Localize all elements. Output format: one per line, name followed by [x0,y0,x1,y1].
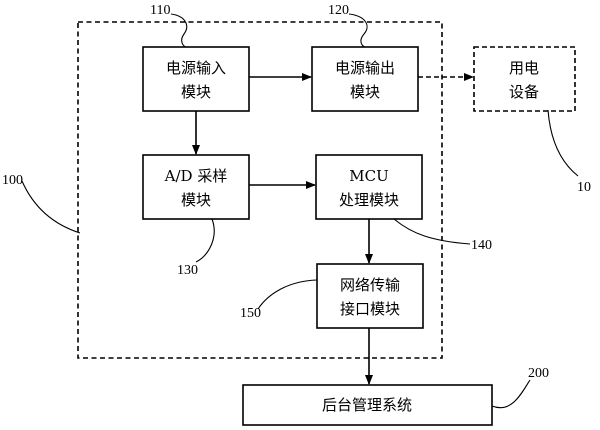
mcu-module: MCU 处理模块 [315,154,423,220]
leader-150 [257,279,318,310]
ref-100: 100 [2,173,23,188]
device-frame [77,21,443,359]
mcu-label-line2: 处理模块 [339,191,399,209]
ad-sampling-label-line2: 模块 [181,191,211,209]
ad-sampling-module: A/D 采样 模块 [142,154,250,220]
load-device-label-line1: 用电 [509,59,539,77]
power-input-module: 电源输入 模块 [142,46,250,112]
ref-130: 130 [177,263,198,278]
load-device: 用电 设备 [473,46,576,112]
leader-140 [393,218,471,245]
power-input-label-line1: 电源输入 [166,59,226,77]
ref-120: 120 [328,3,349,18]
ref-200: 200 [528,366,549,381]
leader-130 [195,218,215,263]
power-output-label-line1: 电源输出 [335,59,395,77]
network-label-line2: 接口模块 [340,300,400,318]
power-output-module: 电源输出 模块 [311,46,419,112]
ref-150: 150 [240,306,261,321]
power-input-label-line2: 模块 [181,83,211,101]
ref-140: 140 [471,238,492,253]
leader-200 [491,379,531,409]
leader-10 [547,109,579,177]
network-label-line1: 网络传输 [340,276,400,294]
leader-100 [21,180,81,234]
backend-label: 后台管理系统 [322,396,412,414]
ad-sampling-label-line1: A/D 采样 [164,167,228,185]
ref-10: 10 [577,180,591,195]
leader-120 [348,13,368,48]
mcu-label-line1: MCU [349,167,388,185]
power-output-label-line2: 模块 [350,83,380,101]
ref-110: 110 [150,3,170,18]
backend-system: 后台管理系统 [242,384,493,426]
leader-110 [170,13,188,48]
load-device-label-line2: 设备 [509,83,539,101]
network-module: 网络传输 接口模块 [316,263,424,329]
